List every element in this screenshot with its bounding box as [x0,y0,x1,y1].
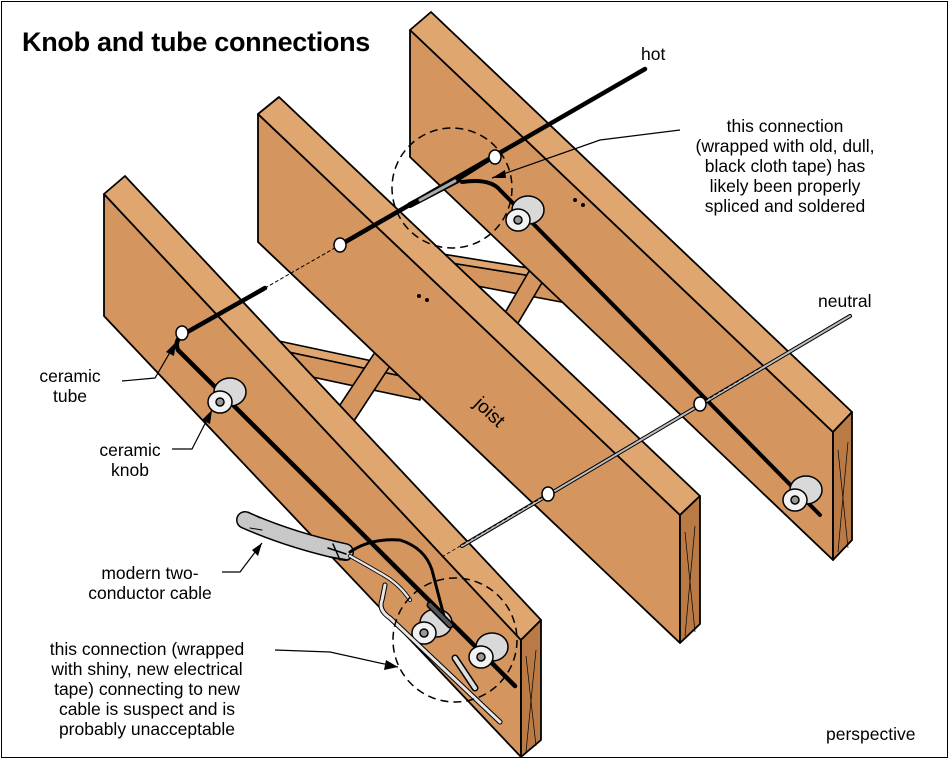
ceramic-tubes [175,149,707,502]
neutral-wire [439,314,852,559]
hot-label: hot [641,44,666,64]
ceramic-tube-label: ceramic tube [39,366,101,406]
ceramic-knob-label: ceramic knob [99,440,161,480]
bottom-connection-note: this connection (wrapped with shiny, new… [49,639,245,739]
modern-cable [236,511,503,725]
top-connection-note: this connection (wrapped with old, dull,… [695,116,875,216]
highlight-circles [391,127,518,703]
modern-cable-label: modern two- conductor cable [88,563,212,603]
ceramic-knobs [207,195,823,669]
diagram-title: Knob and tube connections [22,27,370,57]
leader-lines [121,129,681,668]
perspective-label: perspective [826,724,916,744]
leader-arrowheads [166,170,506,670]
joist-back [409,11,853,561]
neutral-label: neutral [818,291,872,311]
joist-middle [257,96,701,644]
nail-marks [417,198,585,302]
top-splice [398,177,461,212]
bottom-splices [426,601,479,692]
joist-front [103,175,542,758]
